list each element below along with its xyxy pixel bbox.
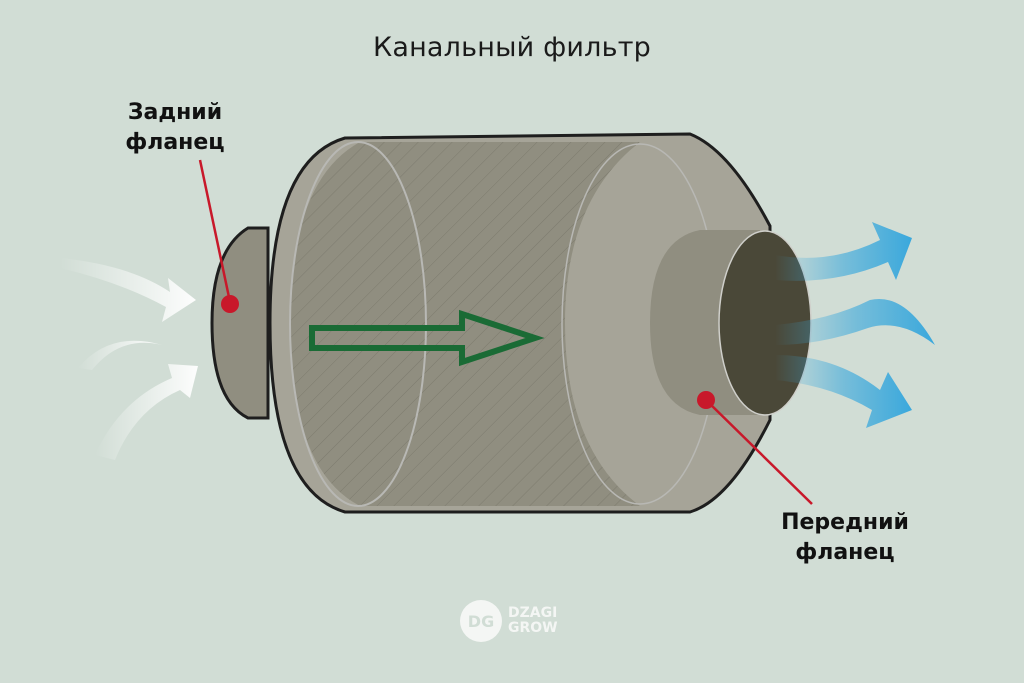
logo-text-line1: DZAGI [508, 605, 558, 621]
front-flange-label-line2: фланец [795, 540, 895, 565]
front-flange-label: Передний фланец [760, 508, 930, 568]
diagram-title: Канальный фильтр [372, 32, 652, 63]
front-flange-label-line1: Передний [781, 510, 909, 535]
brand-logo: DG DZAGI GROW [460, 600, 558, 642]
rear-flange-label-line1: Задний [127, 100, 223, 125]
inflow-arrows [60, 258, 198, 460]
rear-flange-label: Задний фланец [110, 98, 240, 158]
logo-text-line2: GROW [508, 620, 558, 636]
front-flange-marker [697, 391, 715, 409]
rear-flange-label-line2: фланец [125, 130, 225, 155]
airflow-direction-arrow [309, 309, 545, 367]
outflow-arrows [775, 222, 935, 428]
rear-flange [210, 226, 270, 420]
logo-mark-icon: DG [460, 600, 502, 642]
rear-flange-marker [221, 295, 239, 313]
